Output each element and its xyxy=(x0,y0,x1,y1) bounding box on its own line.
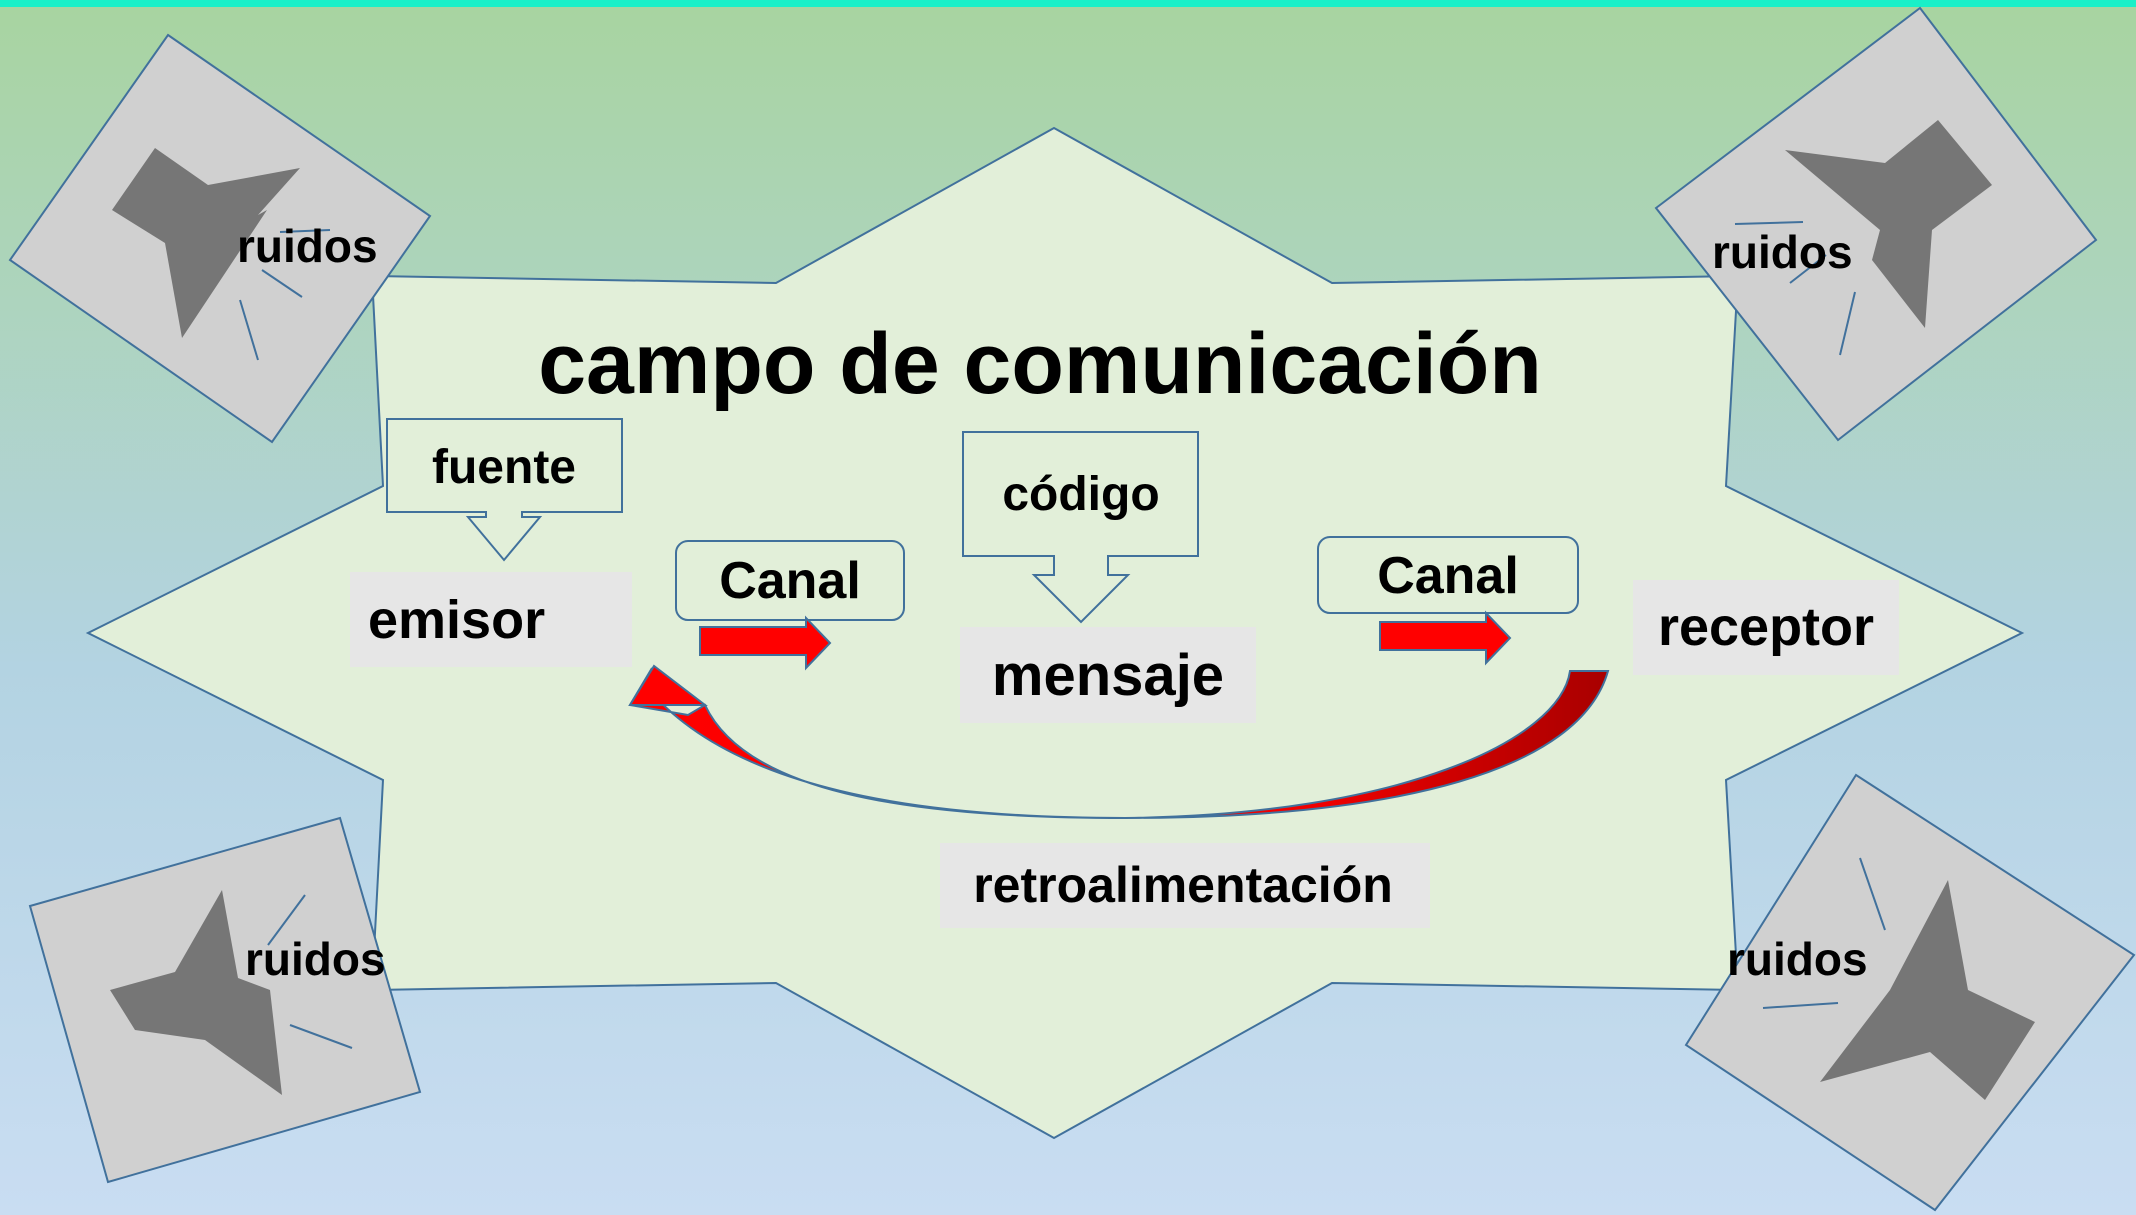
sound-wave-line xyxy=(261,269,303,298)
receptor-label: receptor xyxy=(1658,597,1874,657)
noise-label: ruidos xyxy=(237,220,378,272)
sound-wave-line xyxy=(267,894,306,946)
canal-label: Canal xyxy=(719,552,861,610)
noise-label: ruidos xyxy=(1712,226,1853,278)
codigo-callout: código xyxy=(962,431,1199,624)
retroalimentacion-label: retroalimentación xyxy=(973,857,1393,913)
canal-box xyxy=(675,540,905,621)
emisor-label: emisor xyxy=(368,590,545,650)
canal-arrow xyxy=(1379,610,1512,666)
fuente-label: fuente xyxy=(432,441,576,494)
noise-label: ruidos xyxy=(1727,933,1868,985)
speaker-icon xyxy=(1785,120,1992,328)
feedback-arrowhead xyxy=(628,664,708,706)
callout-shape xyxy=(386,418,623,562)
callout-shape xyxy=(962,431,1199,624)
sound-wave-line xyxy=(1734,221,1804,225)
canal-label: Canal xyxy=(1377,547,1519,605)
sound-wave-line xyxy=(1789,254,1827,284)
diagram-title: campo de comunicación xyxy=(538,316,1542,412)
sound-wave-line xyxy=(279,229,331,233)
speaker-icon xyxy=(1820,880,2035,1100)
noise-box-top-right: ruidos xyxy=(1654,6,2098,442)
sound-wave-line xyxy=(1859,857,1886,931)
noise-box-bottom-left: ruidos xyxy=(28,816,422,1184)
emisor-box xyxy=(350,572,632,667)
receptor-box xyxy=(1633,580,1899,675)
mensaje-label: mensaje xyxy=(992,643,1224,708)
top-bar xyxy=(0,0,2136,7)
retroalimentacion-box xyxy=(940,843,1430,928)
speaker-icon xyxy=(110,890,282,1095)
sound-wave-line xyxy=(239,299,259,361)
fuente-callout: fuente xyxy=(386,418,623,562)
sound-wave-line xyxy=(1839,291,1856,356)
noise-box-bottom-right: ruidos xyxy=(1684,773,2136,1212)
speaker-icon xyxy=(112,148,300,338)
sound-wave-line xyxy=(289,1024,353,1049)
sound-wave-line xyxy=(1762,1002,1839,1009)
noise-box-top-left: ruidos xyxy=(8,33,432,444)
canal-box xyxy=(1317,536,1579,614)
noise-label: ruidos xyxy=(245,933,386,985)
codigo-label: código xyxy=(1002,468,1159,521)
canal-arrow xyxy=(699,615,832,671)
mensaje-box xyxy=(960,627,1256,723)
